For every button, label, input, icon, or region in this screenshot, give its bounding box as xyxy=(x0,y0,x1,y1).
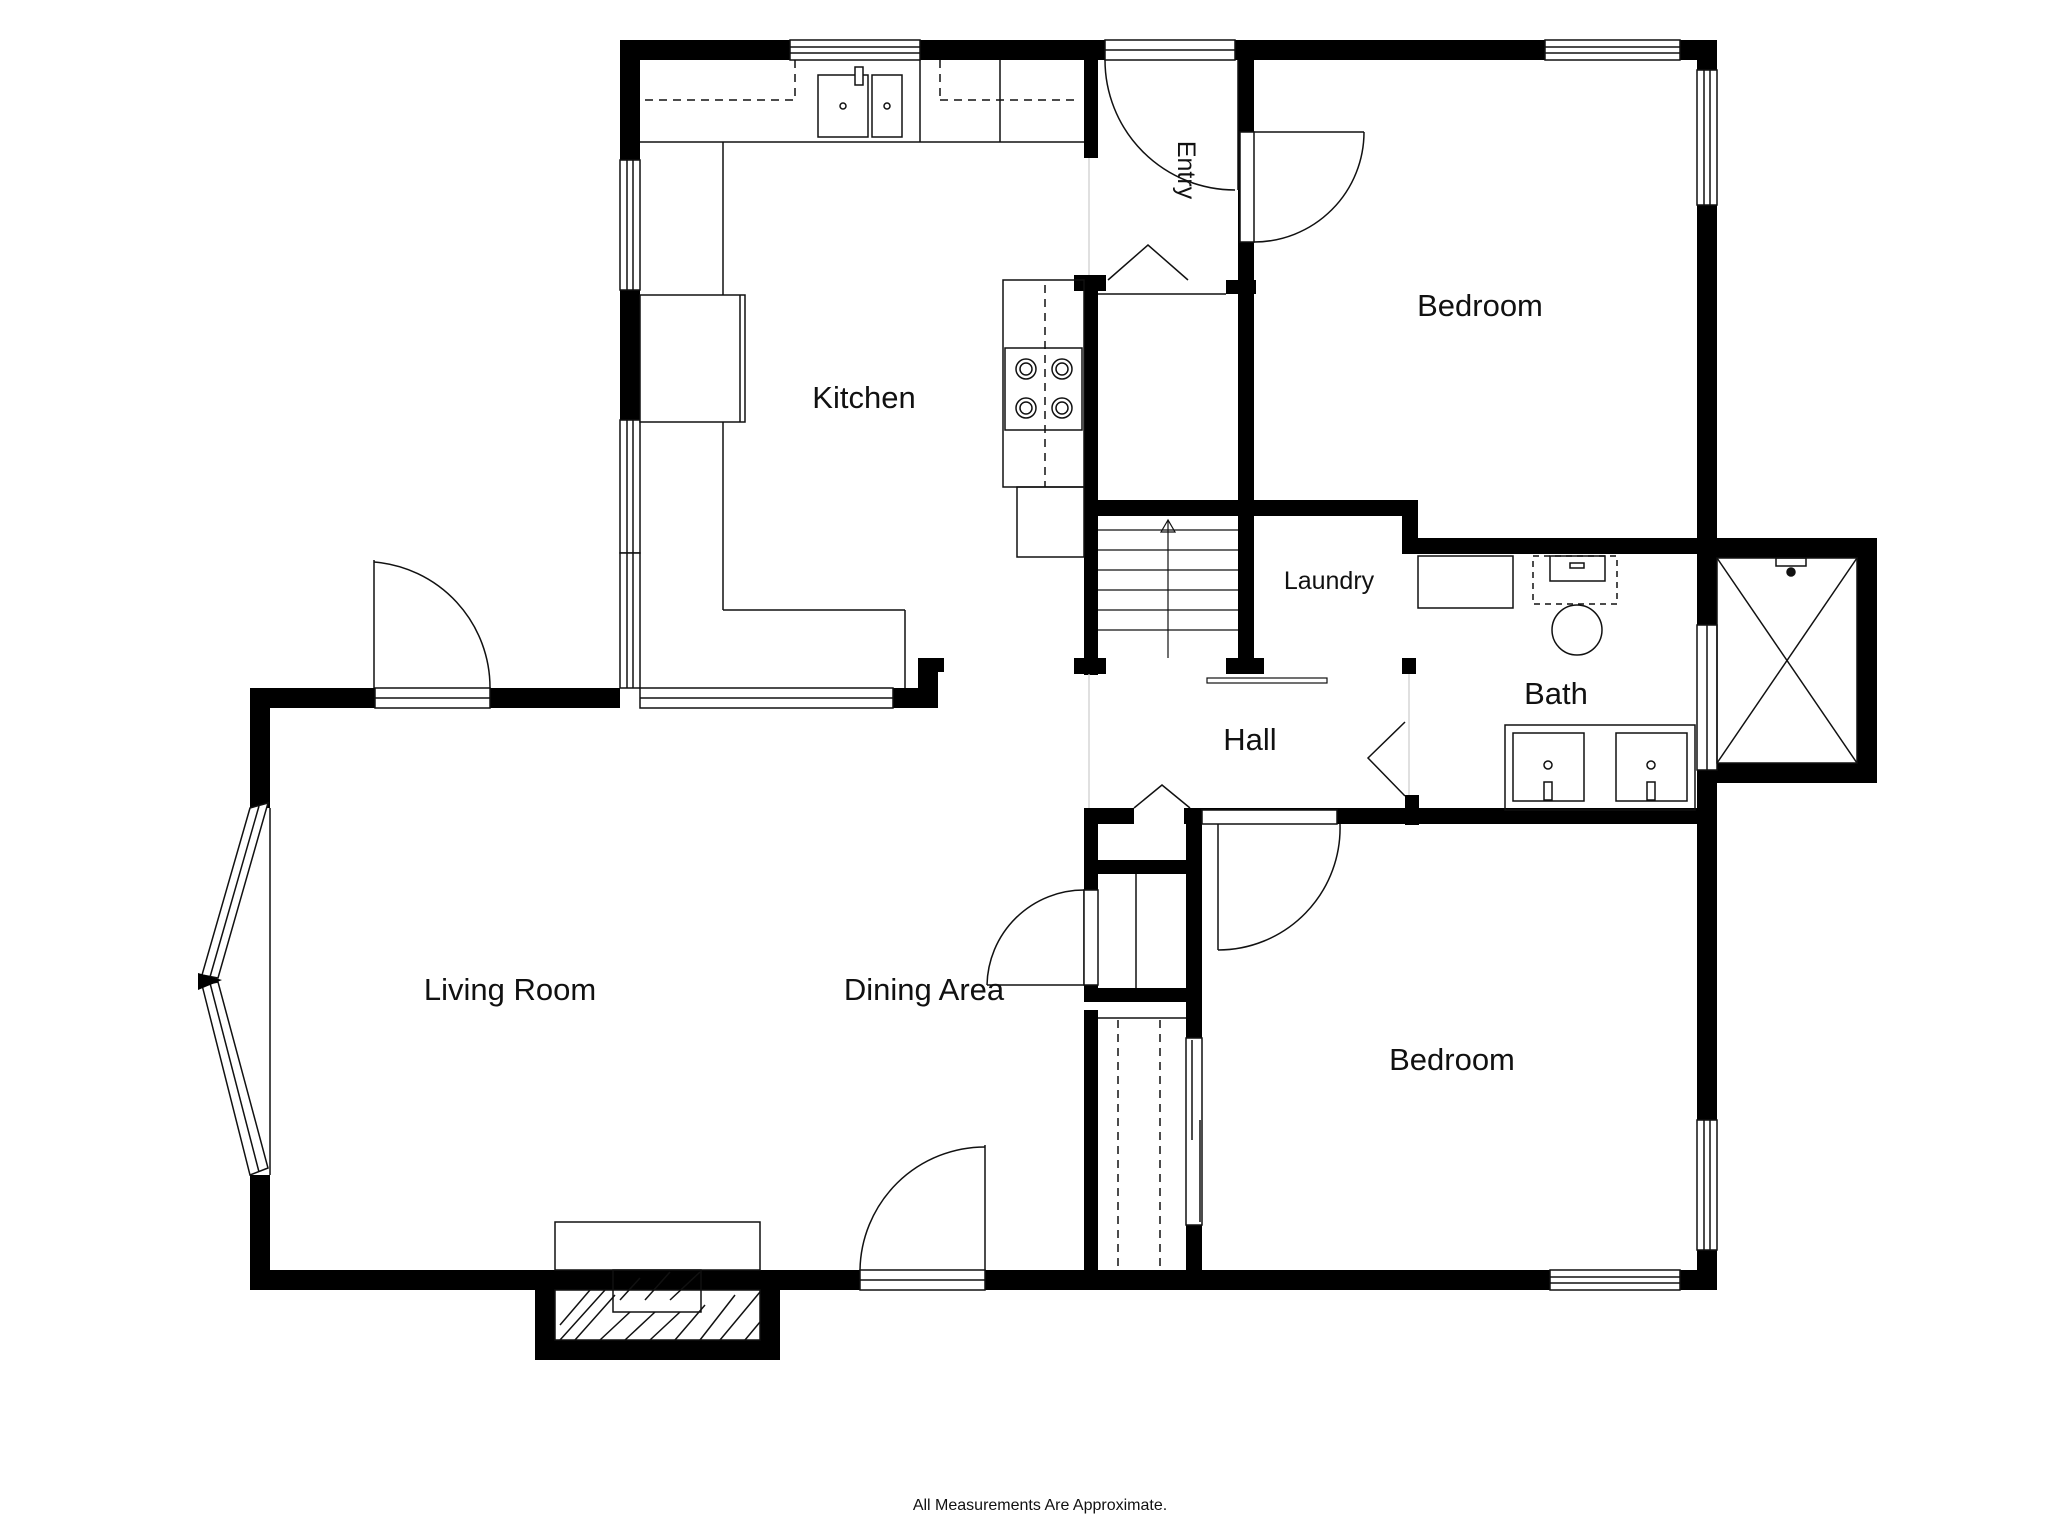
measurement-disclaimer: All Measurements Are Approximate. xyxy=(913,1497,1167,1514)
stairs xyxy=(1088,158,1410,808)
bay-window-joint xyxy=(198,973,222,990)
bath-fixtures xyxy=(1417,555,1858,811)
kitchen-fixtures xyxy=(639,60,1085,688)
fireplace xyxy=(554,1221,761,1341)
windows xyxy=(201,39,1718,1291)
room-label-living-room: Living Room xyxy=(424,972,596,1007)
closet xyxy=(1098,874,1186,1270)
room-label-laundry: Laundry xyxy=(1284,567,1375,595)
doors xyxy=(373,59,1406,1291)
room-label-kitchen: Kitchen xyxy=(812,380,915,415)
room-label-entry: Entry xyxy=(1172,141,1200,200)
room-label-bath: Bath xyxy=(1524,676,1588,711)
room-label-bedroom-bottom: Bedroom xyxy=(1389,1042,1515,1077)
room-label-hall: Hall xyxy=(1223,722,1276,757)
room-label-dining-area: Dining Area xyxy=(844,972,1005,1007)
room-label-bedroom-top: Bedroom xyxy=(1417,288,1543,323)
walls xyxy=(250,40,1877,1360)
room-labels: Kitchen Entry Bedroom Laundry Bath Hall … xyxy=(424,141,1588,1077)
